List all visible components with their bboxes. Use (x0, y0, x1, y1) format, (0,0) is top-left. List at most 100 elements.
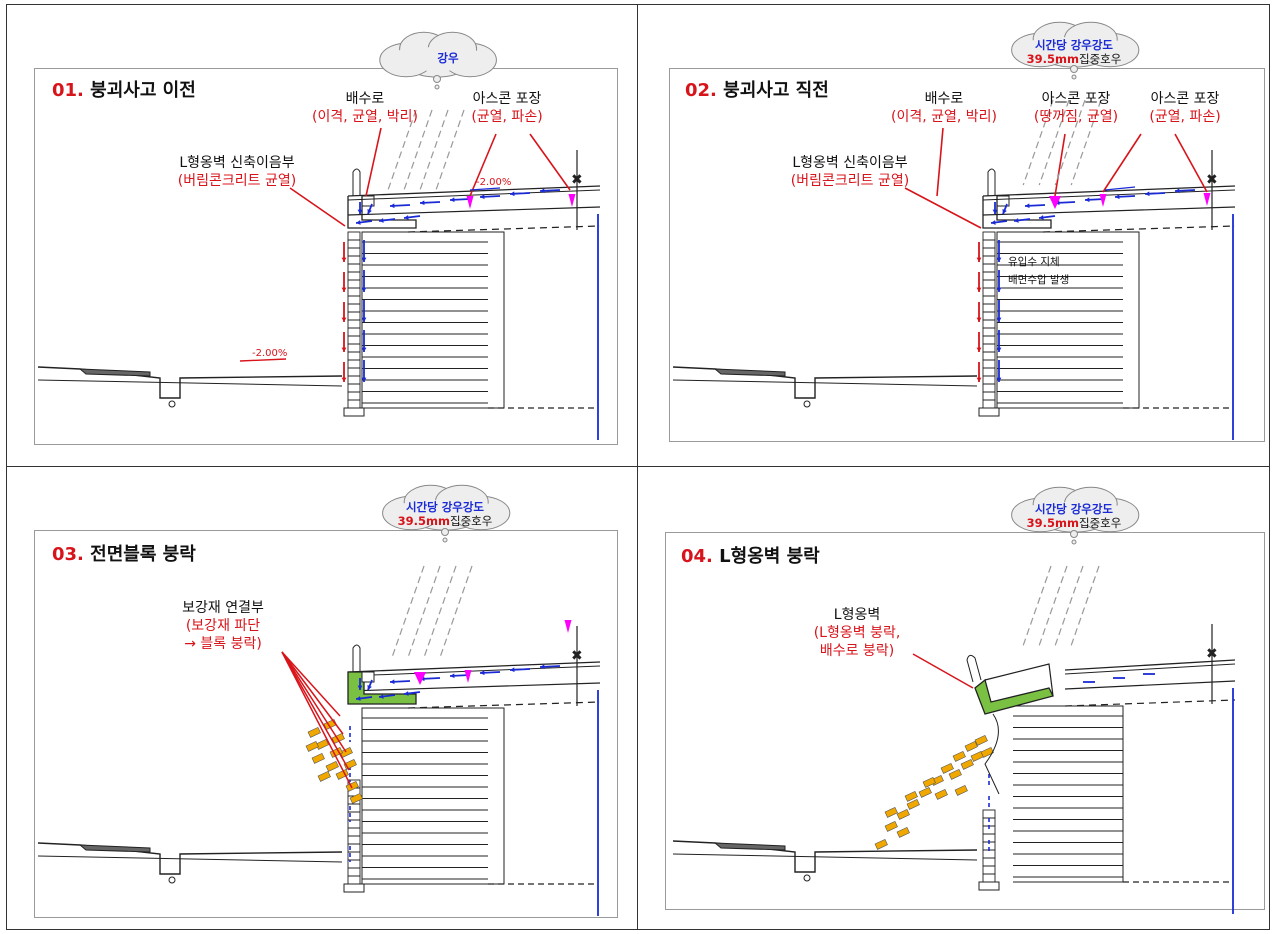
cloud-suffix: 집중호우 (450, 514, 493, 528)
panel-frame (34, 530, 618, 918)
parapet (987, 168, 996, 196)
facing-block (982, 327, 996, 337)
flow-arrow-head (450, 673, 455, 679)
guardrail-symbol: ✖ (571, 648, 583, 664)
fallen-block (904, 790, 918, 802)
cloud-line1: 시간당 강우강도 (405, 500, 485, 514)
asphalt-name: 아스콘 포장 (1041, 91, 1111, 107)
fallen-block (964, 740, 978, 752)
leader-line (281, 651, 353, 789)
facing-block (347, 255, 361, 265)
rain-streak (423, 565, 457, 657)
subgrade-line (37, 379, 343, 387)
failure-surface (984, 713, 1000, 795)
pressure-marker (1099, 194, 1107, 207)
leader-line (289, 187, 346, 227)
facing-block (982, 287, 996, 297)
parapet (352, 168, 361, 196)
facing-block (347, 351, 361, 361)
fallen-block (307, 726, 321, 738)
flow-arrow-head (540, 664, 545, 670)
inflow-note: 유입수 지체 배면수압 발생 (1008, 253, 1069, 289)
rain-streak (1070, 565, 1100, 647)
panel-title: 03. 전면블록 붕락 (52, 540, 196, 566)
section-diagram: ✖ (37, 484, 601, 916)
facing-block (347, 383, 361, 393)
fallen-block (948, 768, 962, 780)
pressure-marker (568, 194, 576, 207)
flow-arrow-head (480, 194, 485, 200)
fallen-block (960, 758, 974, 770)
pavement-surface (347, 189, 601, 201)
joint-label: L형옹벽 신축이음부 (버림콘크리트 균열) (162, 154, 312, 190)
fallen-block (980, 746, 994, 758)
flow-arrow-head (1145, 191, 1150, 197)
asphalt-state: (균열, 파손) (471, 109, 543, 125)
facing-block (982, 351, 996, 361)
panel-title: 04. L형옹벽 붕락 (681, 542, 820, 568)
flow-arrow-head (341, 287, 347, 292)
facing-block (347, 399, 361, 409)
fallen-block (952, 750, 966, 762)
flow-arrow-head (390, 679, 395, 685)
cloud-core (385, 500, 505, 524)
cloud-drop (1071, 74, 1077, 80)
leader-line (281, 651, 344, 735)
guardrail-symbol: ✖ (1206, 646, 1218, 662)
panel-title-text: 붕괴사고 직전 (723, 80, 829, 101)
flow-arrow-head (540, 188, 545, 194)
cloud-suffix: 집중호우 (1079, 516, 1122, 530)
facing-block (982, 303, 996, 313)
flow-arrow-head (420, 200, 425, 206)
facing-block (347, 327, 361, 337)
fallen-block (325, 760, 339, 772)
drain-name: 배수로 (345, 91, 385, 107)
parapet (966, 654, 982, 683)
joint-name: L형옹벽 신축이음부 (792, 155, 908, 171)
rain-streak (1054, 99, 1086, 186)
cloud-core (1014, 37, 1134, 61)
leader-line (912, 653, 974, 689)
rain-cloud-label: 강우 (420, 51, 476, 65)
flow-arrow-head (976, 377, 982, 382)
section-diagram: ✖ (672, 486, 1236, 914)
facing-block (982, 263, 996, 273)
flow-arrow-head (996, 347, 1002, 352)
leader-line (1102, 133, 1142, 193)
pavement-surface (347, 661, 601, 673)
flow-arrow-head (341, 377, 347, 382)
facing-block (347, 335, 361, 345)
flow-arrow-head (1039, 215, 1044, 220)
flow-arrow-head (379, 218, 384, 223)
fallen-block (874, 838, 888, 850)
pressure-marker (564, 620, 572, 633)
panel-frame (665, 532, 1265, 910)
rain-cloud-label: 시간당 강우강도 39.5mm집중호우 (390, 500, 500, 528)
reinforcement-state-2: → 블록 붕락) (184, 636, 262, 652)
facing-block (982, 255, 996, 265)
cloud-drop (1070, 530, 1078, 538)
facing-block (982, 873, 996, 883)
cloud-intensity: 39.5mm (397, 514, 450, 528)
cloud-intensity: 39.5mm (1026, 52, 1079, 66)
cloud-drop (442, 537, 448, 543)
fallen-block (974, 734, 988, 746)
subbase-dashed (1064, 699, 1236, 707)
grid-divider-horizontal (6, 466, 1270, 467)
fallen-block (922, 776, 936, 788)
panel-04: ✖ 04. L형옹벽 붕락 시간당 강우강도 39.5mm집중호우 L형옹벽 (… (637, 466, 1275, 934)
rain-streak (439, 565, 473, 657)
facing-block (982, 271, 996, 281)
lwall-name: L형옹벽 (833, 607, 881, 623)
facing-block (347, 287, 361, 297)
leader-line (365, 127, 382, 197)
flow-arrow-head (1025, 203, 1030, 209)
pressure-marker (1203, 193, 1211, 206)
flow-arrow-head (379, 694, 384, 699)
l-type-wall-collapsed (974, 678, 1054, 715)
guardrail-symbol: ✖ (1206, 172, 1218, 188)
leader-line (529, 133, 571, 191)
asphalt-label-1: 아스콘 포장 (땅꺼짐, 균열) (1021, 90, 1131, 126)
flow-arrow-head (357, 209, 363, 214)
facing-block (347, 319, 361, 329)
